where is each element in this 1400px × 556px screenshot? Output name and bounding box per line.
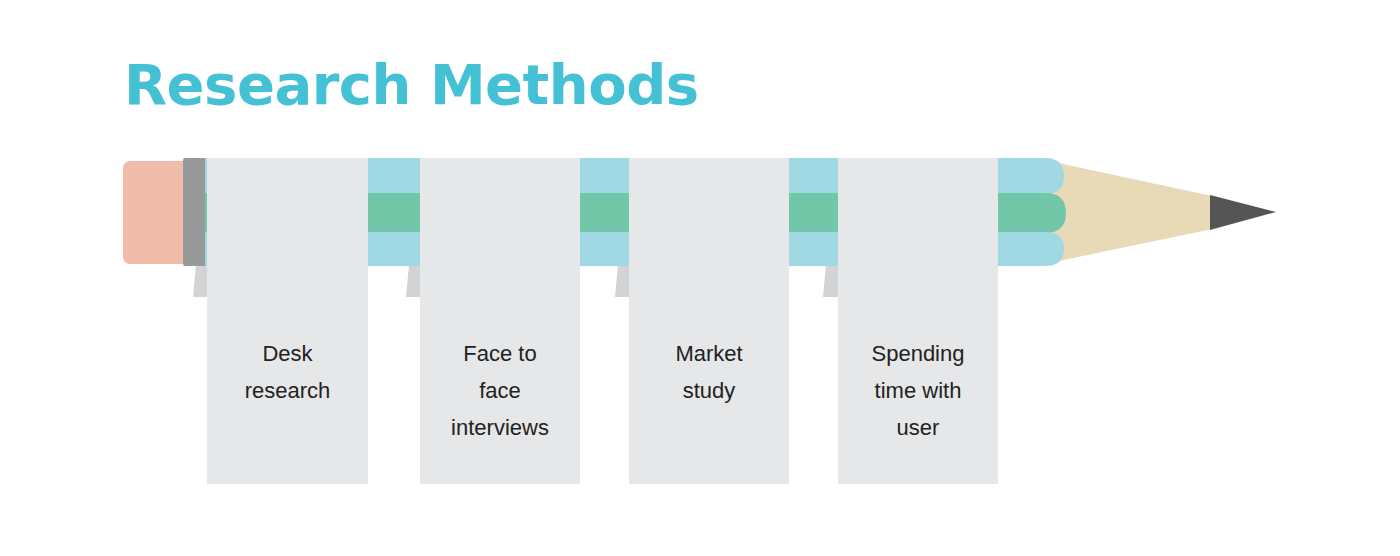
card-shadow [823, 265, 838, 297]
pencil-wood [1035, 158, 1212, 266]
card-shadow [615, 265, 629, 297]
card-label: Desk research [232, 335, 344, 409]
diagram-title: Research Methods [124, 52, 699, 117]
pencil-lead [1210, 195, 1276, 230]
card-shadow [193, 265, 208, 297]
method-card: Face to face interviews [420, 158, 580, 484]
method-card: Market study [629, 158, 789, 484]
pencil-scallop [1040, 193, 1066, 233]
pencil-scallop [1040, 232, 1064, 266]
pencil-scallop [1040, 158, 1064, 194]
card-shadow [406, 265, 420, 297]
method-card: Spending time with user [838, 158, 998, 484]
card-label: Face to face interviews [444, 335, 556, 446]
method-card: Desk research [207, 158, 368, 484]
card-label: Market study [653, 335, 765, 409]
pencil-eraser [123, 161, 191, 264]
card-label: Spending time with user [862, 335, 974, 446]
